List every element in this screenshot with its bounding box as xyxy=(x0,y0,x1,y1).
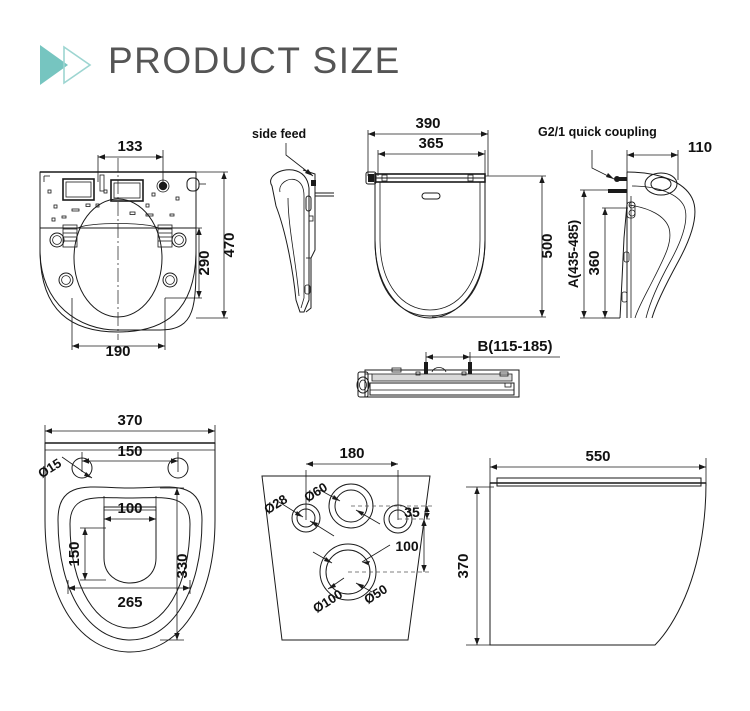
dim-330: 330 xyxy=(174,553,191,578)
double-triangle-play-icon xyxy=(40,45,92,85)
dim-290: 290 xyxy=(196,250,213,275)
dim-150-spacing: 150 xyxy=(117,443,142,460)
view-seat-plan: 390 365 500 xyxy=(365,115,556,319)
dim-dia15: Ø15 xyxy=(35,455,64,481)
dim-dia60: Ø60 xyxy=(301,479,330,505)
label-g21-quick-coupling: G2/1 quick coupling xyxy=(538,125,657,139)
dim-390: 390 xyxy=(415,115,440,132)
dim-100-inner: 100 xyxy=(117,500,142,517)
view-toilet-side: 550 370 xyxy=(455,448,707,646)
dim-360: 360 xyxy=(586,250,603,275)
view-side-feed-profile: side feed xyxy=(252,127,334,313)
view-bowl-top: 370 150 Ø15 100 150 xyxy=(35,412,216,653)
view-toilet-side-elevation: G2/1 quick coupling 110 A(435-485) 360 xyxy=(538,125,712,319)
dim-470: 470 xyxy=(221,232,238,257)
view-wall-bracket-rear: 180 Ø28 Ø60 Ø100 Ø50 xyxy=(261,445,432,641)
dim-b-range: B(115-185) xyxy=(477,338,552,355)
dim-133: 133 xyxy=(117,138,142,155)
label-side-feed: side feed xyxy=(252,127,306,141)
view-seat-base-top: 133 470 290 190 xyxy=(39,138,238,360)
dim-a-range: A(435-485) xyxy=(566,220,581,288)
dim-500: 500 xyxy=(539,233,556,258)
dim-35: 35 xyxy=(404,504,420,520)
view-seat-front-section: B(115-185) xyxy=(356,338,560,398)
dim-100-vertical: 100 xyxy=(395,538,419,554)
dim-370-height: 370 xyxy=(455,553,472,578)
page-title: PRODUCT SIZE xyxy=(108,40,401,81)
dim-190: 190 xyxy=(105,343,130,360)
dim-550: 550 xyxy=(585,448,610,465)
page-header: PRODUCT SIZE xyxy=(0,0,750,110)
dim-dia28: Ø28 xyxy=(261,491,290,517)
dim-370-width: 370 xyxy=(117,412,142,429)
dim-365: 365 xyxy=(418,135,443,152)
dim-150-depth: 150 xyxy=(66,541,83,566)
dim-110: 110 xyxy=(688,139,712,156)
dim-265: 265 xyxy=(117,594,142,611)
dim-180: 180 xyxy=(339,445,364,462)
